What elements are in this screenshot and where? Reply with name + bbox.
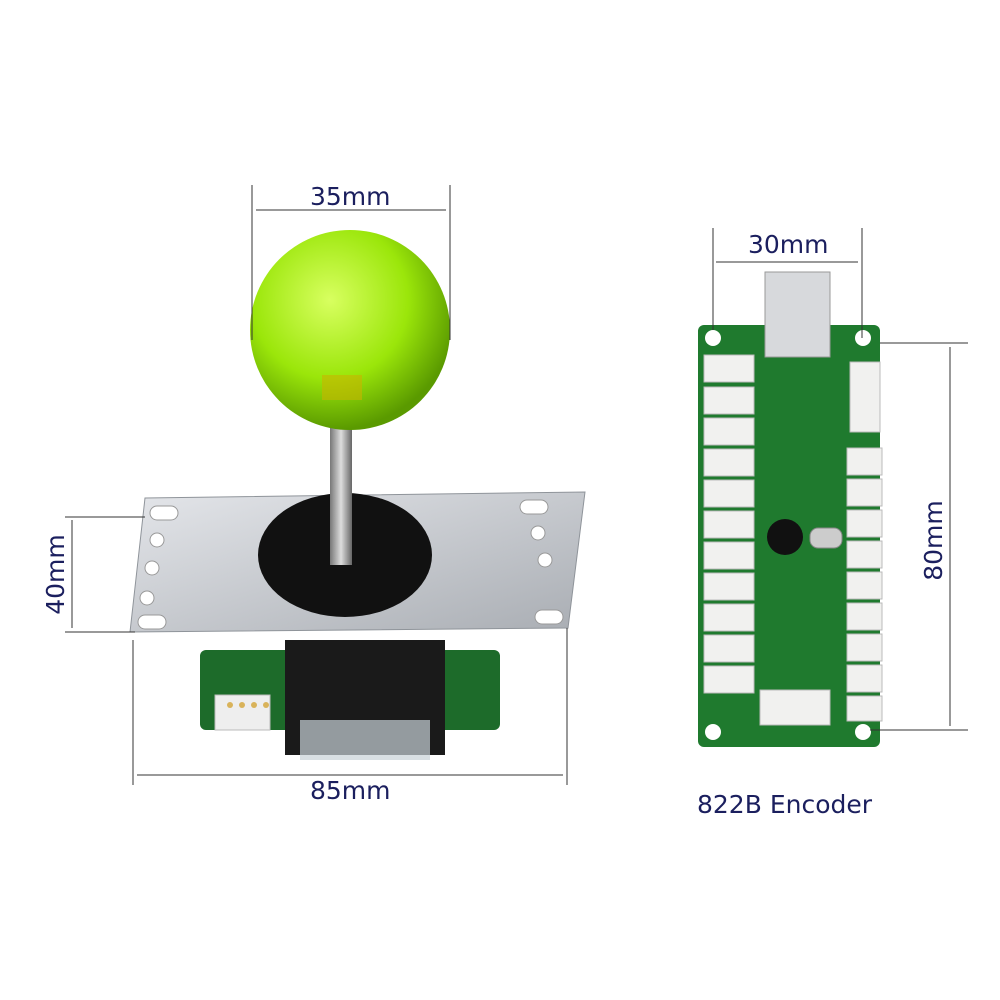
encoder-board bbox=[698, 271, 883, 747]
joystick-shaft bbox=[330, 395, 352, 565]
encoder-width-label: 30mm bbox=[748, 230, 829, 259]
plate-height-label: 40mm bbox=[40, 534, 70, 615]
encoder-height-label: 80mm bbox=[918, 500, 948, 581]
encoder-caption: 822B Encoder bbox=[697, 790, 873, 819]
plate-width-label: 85mm bbox=[310, 776, 391, 805]
joystick-pcb bbox=[200, 640, 500, 760]
ball-top bbox=[250, 230, 450, 430]
dimension-lines bbox=[65, 185, 968, 785]
ball-diameter-label: 35mm bbox=[310, 182, 391, 211]
